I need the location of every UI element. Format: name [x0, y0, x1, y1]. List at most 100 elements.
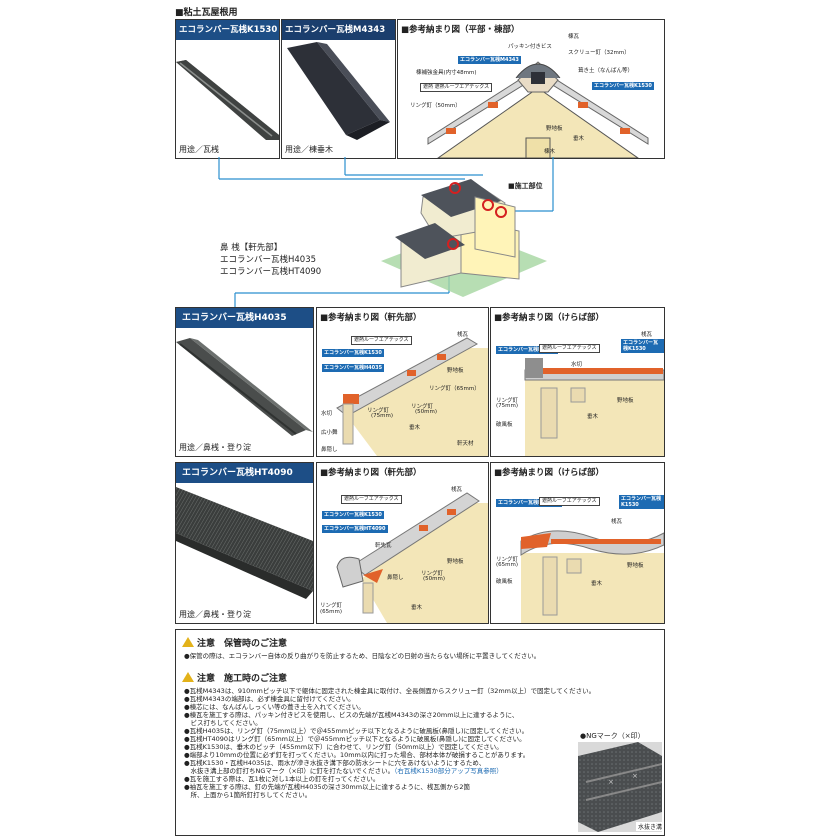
usage-m4343: 用途／棟垂木	[285, 145, 333, 154]
tag-aerotex-h4035-eave: 遮熱ルーフエアテックス	[351, 336, 412, 345]
usage-k1530: 用途／瓦桟	[179, 145, 219, 154]
install-line: ●瓦桟M4343は、910mmピッチ以下で躯体に固定された棟金具に取付け、全長側…	[184, 687, 596, 695]
roof-ridge-drawing	[427, 61, 649, 158]
tag-k1530-h4035-eave: エコランバー瓦桟K1530	[322, 349, 384, 357]
label-ring50b: (50mm)	[423, 576, 446, 582]
ng-mark-title: ●NGマーク（×印）	[580, 732, 645, 740]
house-caption-2: エコランバー瓦桟H4035	[220, 255, 317, 265]
label-ridge-beam: 棟木	[544, 149, 556, 155]
label-rafter: 垂木	[587, 414, 599, 420]
drain-groove-label: 水抜き溝	[636, 822, 665, 831]
h4035-eave-title: ■参考納まり図（軒先部）	[320, 313, 422, 323]
house-caption-3: エコランバー瓦桟HT4090	[220, 267, 322, 277]
roof-diagram-title: ■参考納まり図（平部・棟部）	[401, 25, 520, 35]
label-rafter: 垂木	[411, 605, 423, 611]
product-title-k1530: エコランバー瓦桟K1530	[176, 20, 279, 40]
label-rafter: 垂木	[591, 581, 603, 587]
tag-aerotex: 遮熱 遮熱ルーフエアテックス	[420, 83, 493, 92]
storage-heading: 注意 保管時のご注意	[182, 636, 287, 649]
label-ring65: リング釘（65mm）	[429, 386, 480, 392]
label-rafter: 垂木	[409, 425, 421, 431]
h4035-verge-diagram: ■参考納まり図（けらば部） エコランバー瓦桟H4035 遮熱ルーフエアテックス …	[490, 307, 665, 457]
h4035-verge-drawing	[524, 358, 664, 456]
aerotex-label: 遮熱ルーフエアテックス	[434, 84, 490, 90]
k1530-photo	[176, 60, 279, 140]
tag-ht4090-ht4090-eave: エコランバー瓦桟HT4090	[322, 525, 388, 533]
label-nokisaki: 軒先瓦	[375, 543, 392, 549]
install-line: ビス打ちしてください。	[184, 719, 262, 727]
label-flat-tile: 桟瓦	[611, 519, 623, 525]
tag-k1530: エコランバー瓦桟K1530	[592, 82, 654, 90]
tag-aerotex-h4035-verge: 遮熱ルーフエアテックス	[539, 344, 600, 353]
label-flat-tile: 桟瓦	[457, 332, 469, 338]
ht4090-eave-title: ■参考納まり図（軒先部）	[320, 468, 422, 478]
install-line: ●瓦を施工する際は、瓦1枚に対し1本以上の釘を打ってください。	[184, 775, 380, 783]
product-card-h4035: エコランバー瓦桟H4035 用途／鼻桟・登り淀	[175, 307, 314, 457]
label-ring50b: (50mm)	[415, 409, 438, 415]
install-line: ●瓦桟K1530・瓦桟H4035は、雨水が滲き水抜き溝下部の防水シートに穴をあけ…	[184, 759, 486, 767]
install-line-tail: （右瓦桟K1530部分アップ写真参照）	[394, 767, 503, 775]
storage-line: ●保管の際は、エコランバー自体の反り曲がりを防止するため、日陰などの日射の当たら…	[184, 652, 541, 660]
label-ring75b: (75mm)	[496, 403, 519, 409]
tag-ht4090-verge: エコランバー瓦桟HT4090	[496, 499, 562, 507]
label-sheathing: 野地板	[627, 563, 644, 569]
product-title-m4343: エコランバー瓦桟M4343	[282, 20, 395, 40]
aerotex-logo: 遮熱	[423, 84, 434, 90]
product-title-h4035: エコランバー瓦桟H4035	[176, 308, 313, 328]
install-line: ●瓦桟HT4090はリング釘（65mm以上）で＠455mmピッチ以下となるように…	[184, 735, 526, 743]
label-sheathing: 野地板	[617, 398, 634, 404]
tag-h4035-verge: エコランバー瓦桟H4035	[496, 346, 559, 354]
label-hafu: 破風板	[496, 422, 513, 428]
install-line: ●袖瓦を施工する際は、釘の先端が瓦桟H4035の深さ30mm以上に達するように、…	[184, 783, 470, 791]
install-line: ●端部より10mmの位置に必ず釘を打ってください。10mm以内に打った場合、部材…	[184, 751, 530, 759]
label-screw-nail: スクリュー釘（32mm）	[568, 50, 630, 56]
svg-text:×: ×	[608, 778, 614, 786]
label-mizukiri: 水切	[571, 362, 583, 368]
label-flat-tile: 桟瓦	[641, 332, 653, 338]
label-sheathing: 野地板	[447, 559, 464, 565]
label-rafter: 垂木	[573, 136, 585, 142]
label-ring75a: リング釘	[367, 408, 390, 414]
ht4090-verge-title: ■参考納まり図（けらば部）	[494, 468, 605, 478]
house-illustration	[218, 157, 554, 307]
tag-k1530-ht4090-eave: エコランバー瓦桟K1530	[322, 511, 384, 519]
label-ridge-tile: 棟瓦	[568, 34, 580, 40]
tag-m4343: エコランバー瓦桟M4343	[458, 56, 521, 64]
usage-h4035: 用途／鼻桟・登り淀	[179, 443, 251, 452]
label-ring75a: リング釘	[496, 398, 519, 404]
warning-icon	[182, 672, 194, 682]
product-card-ht4090: エコランバー瓦桟HT4090 用途／鼻桟・登り淀	[175, 462, 314, 624]
warning-icon	[182, 637, 194, 647]
usage-ht4090: 用途／鼻桟・登り淀	[179, 610, 251, 619]
label-ring65b: (65mm)	[496, 562, 519, 568]
label-sheathing: 野地板	[447, 368, 464, 374]
ht4090-verge-drawing	[520, 530, 664, 623]
label-ridge-mortar: 葺き土（なんばん等）	[578, 68, 634, 74]
install-line: ●瓦桟K1530は、垂木のピッチ（455mm以下）に合わせて、リング釘（50mm…	[184, 743, 503, 751]
label-ring-nail: リング釘（50mm）	[410, 103, 461, 109]
label-packing-screw: パッキン付きビス	[508, 44, 552, 50]
install-line: ●棟瓦を施工する際は、パッキン付きビスを使用し、ビスの先端が瓦桟M4343の深さ…	[184, 711, 519, 719]
tag-aerotex-ht4090-verge: 遮熱ルーフエアテックス	[539, 497, 600, 506]
label-hirokomai: 広小舞	[321, 430, 338, 436]
install-line: 水抜き溝上部の釘打ちNGマーク（×印）に釘を打たないでください。（右瓦桟K153…	[184, 767, 503, 775]
m4343-photo	[287, 42, 390, 140]
work-area-label: ■施工部位	[508, 182, 543, 190]
label-ring75b: (75mm)	[371, 413, 394, 419]
label-mizukiri: 水切	[321, 411, 333, 417]
label-ring65a: リング釘	[496, 557, 519, 563]
install-heading: 注意 施工時のご注意	[182, 671, 287, 684]
label-hafu: 破風板	[496, 579, 513, 585]
product-card-k1530: エコランバー瓦桟K1530 用途／瓦桟	[175, 19, 280, 159]
house-caption-1: 鼻 桟【軒先部】	[220, 243, 283, 253]
install-line: 所、上面から1箇所釘打ちしてください。	[184, 791, 312, 799]
ht4090-photo	[176, 487, 313, 599]
ht4090-eave-drawing	[336, 492, 488, 623]
install-line: ●瓦桟H4035は、リング釘（75mm以上）で＠455mmピッチ以下となるように…	[184, 727, 529, 735]
svg-text:×: ×	[632, 772, 638, 780]
product-card-m4343: エコランバー瓦桟M4343 用途／棟垂木	[281, 19, 396, 159]
label-ring50a: リング釘	[421, 571, 444, 577]
label-ridge-bracket: 棟補強金具(内寸48mm)	[416, 70, 477, 76]
ht4090-eave-diagram: ■参考納まり図（軒先部） 遮熱ルーフエアテックス 桟瓦 エコランバー瓦桟K153…	[316, 462, 489, 624]
label-hanakakushi: 鼻隠し	[387, 575, 404, 581]
